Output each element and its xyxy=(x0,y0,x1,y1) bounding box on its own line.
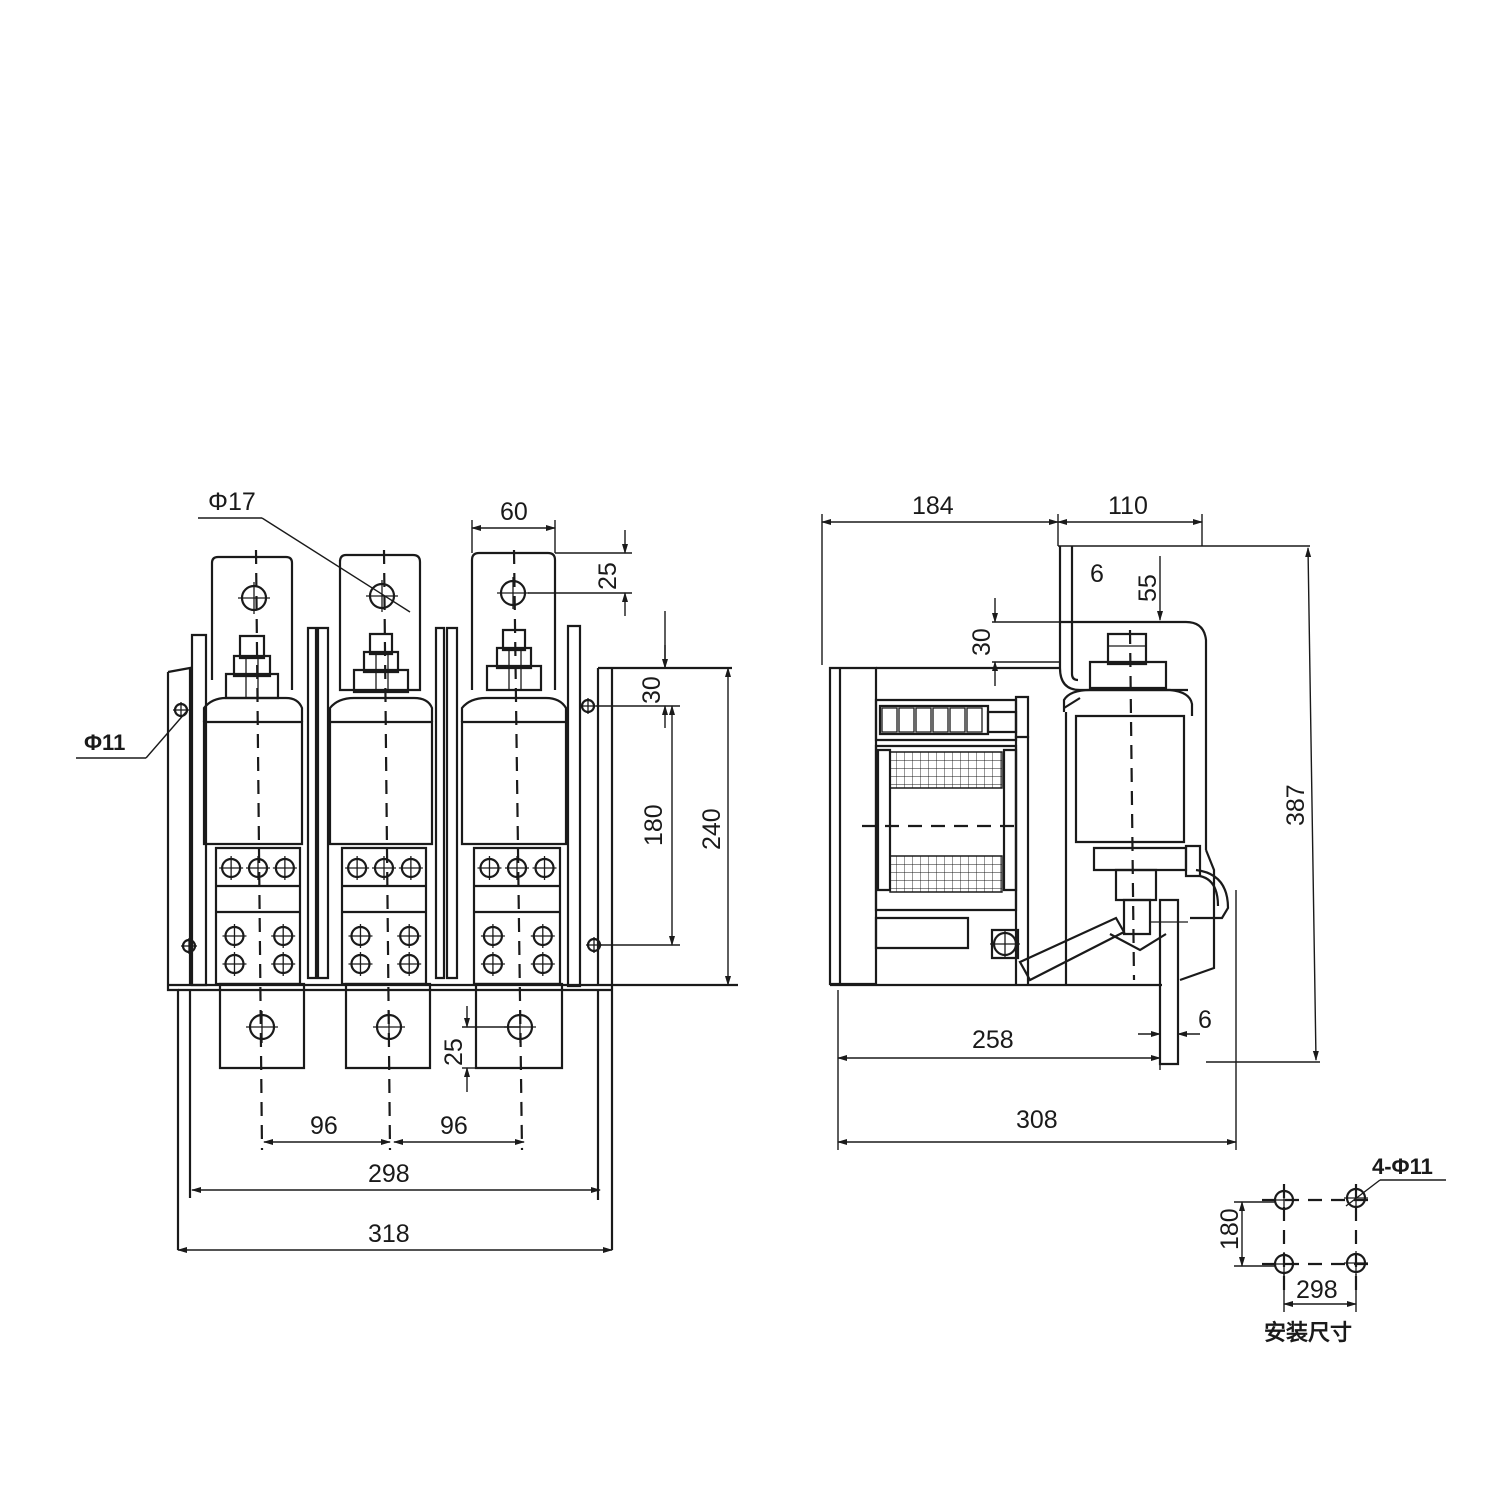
front-view: Φ17 Φ11 60 25 30 180 xyxy=(76,488,738,1253)
dim-180-label: 180 xyxy=(640,804,668,846)
front-dimensions: Φ17 Φ11 60 25 30 180 xyxy=(76,488,731,1253)
contact-bolt xyxy=(533,856,557,880)
dim-6-top-label: 6 xyxy=(1090,560,1104,588)
mount-hole-bl xyxy=(1272,1252,1296,1276)
dim-96-right-label: 96 xyxy=(440,1112,468,1140)
phi11-leader xyxy=(146,712,186,758)
mount-hole-left-lower xyxy=(181,938,197,954)
contact-bolt xyxy=(399,856,423,880)
terminal-hole-top-3 xyxy=(497,577,529,609)
contact-bolt xyxy=(246,856,270,880)
contact-bolt xyxy=(273,856,297,880)
terminal-hole-bottom-1 xyxy=(246,1011,278,1043)
mounting-detail: 180 298 4-Φ11 安装尺寸 xyxy=(1216,1154,1446,1346)
contact-bolt xyxy=(372,856,396,880)
mount-dim-180-label: 180 xyxy=(1216,1208,1244,1250)
contact-bolts xyxy=(219,856,556,976)
contact-bolt xyxy=(505,856,529,880)
mount-hole-right-lower xyxy=(586,937,602,953)
mount-dim-298-label: 298 xyxy=(1296,1276,1338,1304)
dim-110-label: 110 xyxy=(1108,492,1148,520)
dim-55-label: 55 xyxy=(1134,574,1162,602)
pole-1 xyxy=(204,557,304,1068)
dim-96-left-label: 96 xyxy=(310,1112,338,1140)
phase-barriers xyxy=(192,626,580,986)
linkage-pivot xyxy=(990,929,1020,959)
terminal-hole-top-1 xyxy=(238,582,270,614)
contact-bolt xyxy=(348,952,372,976)
coil-winding-lower xyxy=(890,856,1002,892)
coil-assembly xyxy=(862,697,1028,984)
side-dimensions: 184 110 387 6 55 30 258 6 308 xyxy=(821,492,1320,1150)
mount-hole-right-upper xyxy=(580,698,596,714)
coil-winding-upper xyxy=(890,752,1002,788)
coil-terminal-block xyxy=(916,708,931,732)
dim-25-top-label: 25 xyxy=(594,562,622,590)
contact-bolt xyxy=(531,924,555,948)
mount-holes-leader xyxy=(1346,1180,1380,1206)
contact-bolt xyxy=(531,952,555,976)
dim-387 xyxy=(1305,547,1319,1061)
side-view: 184 110 387 6 55 30 258 6 308 xyxy=(821,492,1320,1150)
dim-258-label: 258 xyxy=(972,1026,1014,1054)
mounting-caption: 安装尺寸 xyxy=(1264,1320,1352,1346)
dim-6-bottom-label: 6 xyxy=(1198,1006,1212,1034)
side-mount-holes xyxy=(173,698,602,954)
coil-terminal-block xyxy=(882,708,897,732)
mount-hole-tl xyxy=(1272,1188,1296,1212)
dim-184-label: 184 xyxy=(912,492,954,520)
coil-terminal-block xyxy=(950,708,965,732)
contact-bolt xyxy=(271,952,295,976)
coil-terminal-block xyxy=(967,708,982,732)
contact-bolt xyxy=(271,924,295,948)
dim-318-label: 318 xyxy=(368,1220,410,1248)
mount-hole-br xyxy=(1344,1251,1368,1275)
contact-bolt xyxy=(481,952,505,976)
side-interrupter xyxy=(1064,630,1228,980)
pole-centerlines xyxy=(256,550,522,1150)
side-frame xyxy=(830,546,1214,985)
side-linkage xyxy=(990,900,1188,1064)
contact-bolt xyxy=(397,924,421,948)
contact-bolt xyxy=(477,856,501,880)
contact-bolt xyxy=(222,952,246,976)
dim-30-side-label: 30 xyxy=(968,628,996,656)
contact-bolt xyxy=(481,924,505,948)
dim-60-label: 60 xyxy=(500,498,528,526)
terminal-hole-bottom-2 xyxy=(373,1011,405,1043)
contact-bolt xyxy=(222,924,246,948)
phi11-label: Φ11 xyxy=(84,730,125,755)
contact-bolt xyxy=(348,924,372,948)
coil-terminal-block xyxy=(933,708,948,732)
frame-outline xyxy=(168,668,738,1250)
coil-blocks xyxy=(882,708,982,732)
contact-bolt xyxy=(397,952,421,976)
dim-240-label: 240 xyxy=(698,808,726,850)
phi17-leader xyxy=(262,518,410,612)
dim-308-label: 308 xyxy=(1016,1106,1058,1134)
coil-terminal-block xyxy=(899,708,914,732)
mount-hole-left-upper xyxy=(173,702,189,718)
mount-holes-label: 4-Φ11 xyxy=(1372,1154,1433,1179)
dim-387-label: 387 xyxy=(1282,784,1310,826)
dim-298-label: 298 xyxy=(368,1160,410,1188)
contact-bolt xyxy=(345,856,369,880)
terminal-holes xyxy=(238,577,536,1043)
phi17-label: Φ17 xyxy=(208,488,256,516)
contact-bolt xyxy=(219,856,243,880)
pole-2 xyxy=(330,555,432,1068)
terminal-hole-top-2 xyxy=(366,580,398,612)
dim-30-label: 30 xyxy=(638,676,666,704)
dim-25-bottom-label: 25 xyxy=(440,1038,468,1066)
